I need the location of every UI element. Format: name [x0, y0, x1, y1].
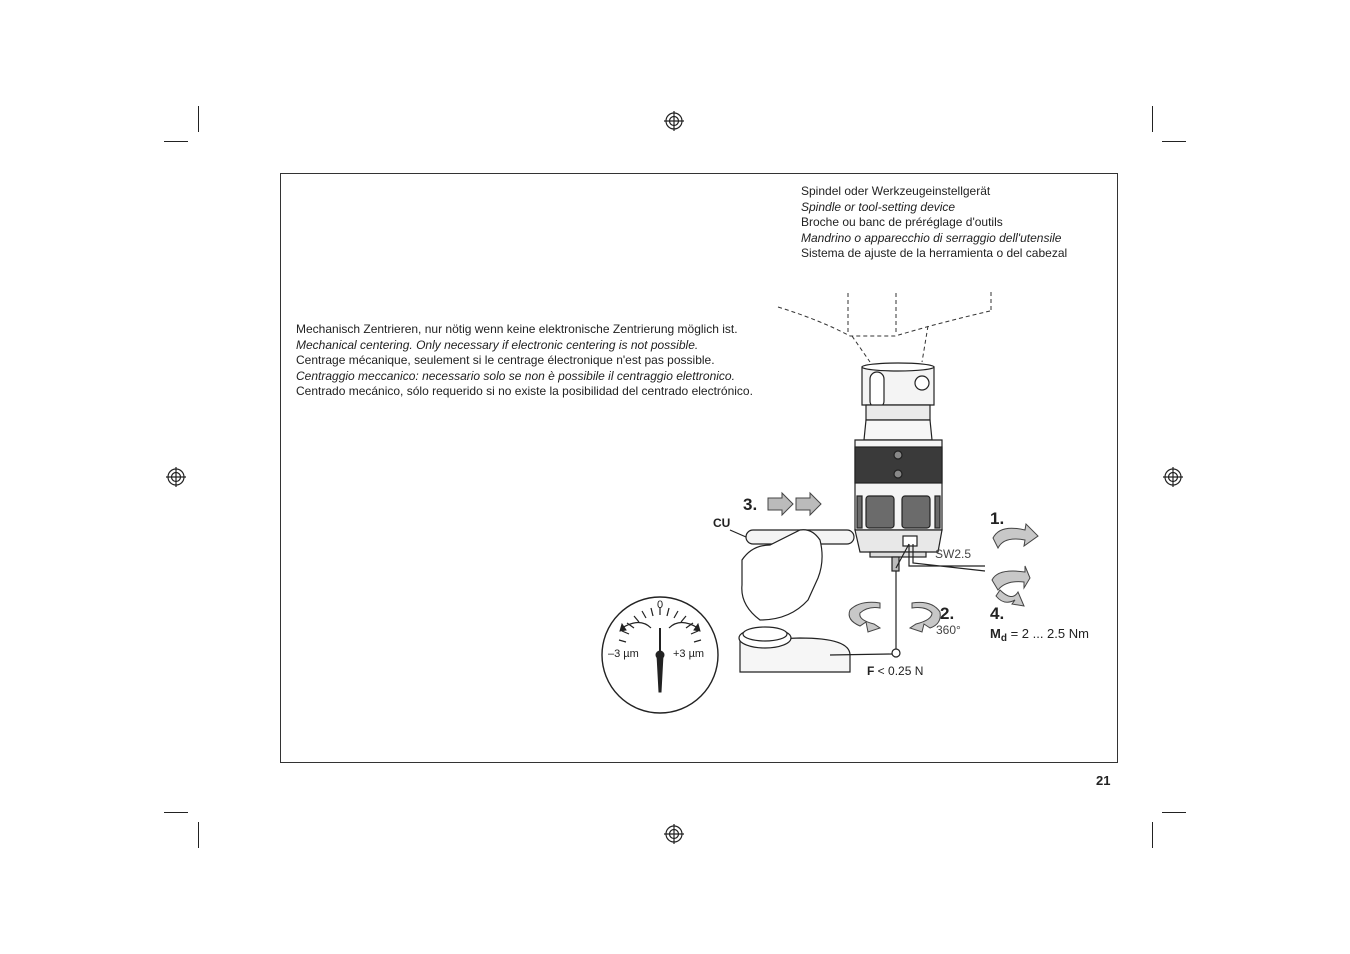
torque-symbol: M — [990, 626, 1001, 641]
spindle-outline — [777, 292, 992, 363]
step-3-label: 3. — [743, 495, 757, 514]
dial-indicator — [738, 626, 893, 673]
force-symbol: F — [867, 664, 874, 678]
gauge-dial — [601, 596, 719, 714]
caption-line: Centrage mécanique, seulement si le cent… — [296, 353, 715, 367]
hand-icon — [741, 529, 823, 621]
cu-label: CU — [713, 516, 730, 530]
step-1-label: 1. — [990, 509, 1004, 528]
crop-mark — [164, 141, 188, 142]
gauge-minus-label: –3 µm — [608, 648, 639, 660]
crop-mark — [198, 106, 199, 132]
caption-line: Spindel oder Werkzeugeinstellgerät — [801, 184, 991, 198]
sw-label: SW2.5 — [935, 547, 971, 561]
crop-mark — [1162, 141, 1186, 142]
page-number: 21 — [1096, 773, 1111, 788]
step-4-label: 4. — [990, 604, 1004, 623]
force-label: F < 0.25 N — [867, 664, 923, 678]
crop-mark — [1152, 106, 1153, 132]
figure-frame — [280, 173, 1118, 763]
stylus — [891, 556, 901, 658]
caption-line: Mechanisch Zentrieren, nur nötig wenn ke… — [296, 322, 738, 336]
hex-key — [895, 543, 986, 572]
caption-line: Centraggio meccanico: necessario solo se… — [296, 368, 735, 383]
centering-caption: Mechanisch Zentrieren, nur nötig wenn ke… — [296, 322, 753, 400]
torque-value: = 2 ... 2.5 Nm — [1007, 626, 1089, 641]
caption-line: Spindle or tool-setting device — [801, 199, 956, 214]
probe-body — [854, 362, 943, 558]
gauge-zero-label: 0 — [657, 599, 663, 611]
caption-line: Mandrino o apparecchio di serraggio dell… — [801, 230, 1062, 245]
caption-line: Sistema de ajuste de la herramienta o de… — [801, 246, 1068, 260]
crop-mark — [1162, 812, 1186, 813]
push-arrow-icon — [767, 491, 822, 517]
rotate-arrow-icon — [848, 522, 1039, 633]
crop-mark — [198, 822, 199, 848]
gauge-plus-label: +3 µm — [673, 648, 704, 660]
step-2-label: 2. — [940, 604, 954, 623]
caption-line: Centrado mecánico, sólo requerido si no … — [296, 384, 753, 398]
torque-subscript: d — [1001, 633, 1007, 644]
caption-line: Mechanical centering. Only necessary if … — [296, 337, 699, 352]
registration-mark-icon — [166, 111, 1183, 844]
rotation-label: 360° — [936, 623, 961, 637]
caption-line: Broche ou banc de préréglage d'outils — [801, 215, 1003, 229]
crop-mark — [164, 812, 188, 813]
force-value: < 0.25 N — [874, 664, 923, 678]
crop-mark — [1152, 822, 1153, 848]
spindle-caption: Spindel oder Werkzeugeinstellgerät Spind… — [801, 184, 1067, 262]
torque-label: Md = 2 ... 2.5 Nm — [990, 626, 1089, 644]
